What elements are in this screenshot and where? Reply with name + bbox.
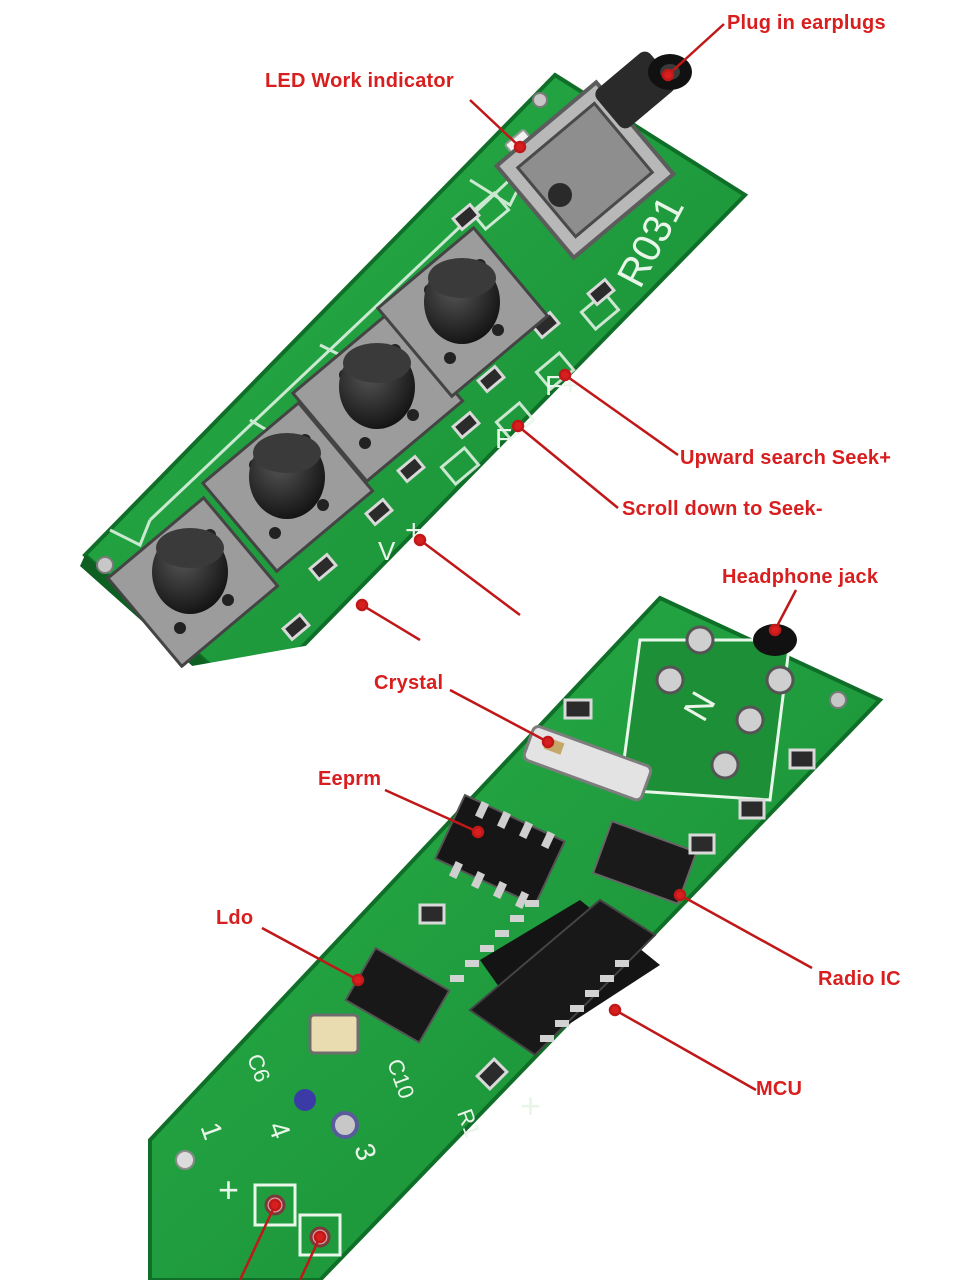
pad-label-plus-left: + (218, 1169, 239, 1210)
silkscreen-mark-f: F (495, 423, 512, 454)
callout-mcu: MCU (756, 1078, 803, 1100)
radio-ic-chip (591, 819, 698, 905)
callout-crystal: Crystal (374, 672, 444, 694)
crystal-component (522, 725, 653, 802)
pcb-board-bottom: N (148, 595, 884, 1280)
mcu-chip (450, 898, 660, 1057)
callout-radio-ic: Radio IC (818, 968, 901, 990)
callout-led-work-indicator: LED Work indicator (265, 70, 454, 92)
callout-headphone-jack: Headphone jack (722, 566, 879, 588)
callout-seek-up: Upward search Seek+ (680, 447, 892, 469)
callout-seek-down: Scroll down to Seek- (622, 498, 823, 520)
callout-plug-in-earplugs: Plug in earplugs (727, 12, 886, 34)
tact-button-1[interactable] (105, 495, 280, 669)
ldo-regulator (344, 946, 451, 1044)
tact-button-4[interactable] (375, 225, 550, 399)
tact-button-2[interactable] (200, 400, 375, 574)
callout-eeprom: Eeprm (318, 768, 382, 790)
wire-pads (253, 1183, 342, 1257)
eeprom-chip (434, 793, 566, 909)
silkscreen-mark-v: V (378, 536, 396, 566)
pcb-board-top: R031 + V F F+ (80, 51, 749, 712)
headphone-jack-bottom: N (618, 624, 797, 802)
pad-label-plus-right: + (520, 1085, 541, 1126)
callout-ldo: Ldo (216, 907, 254, 929)
